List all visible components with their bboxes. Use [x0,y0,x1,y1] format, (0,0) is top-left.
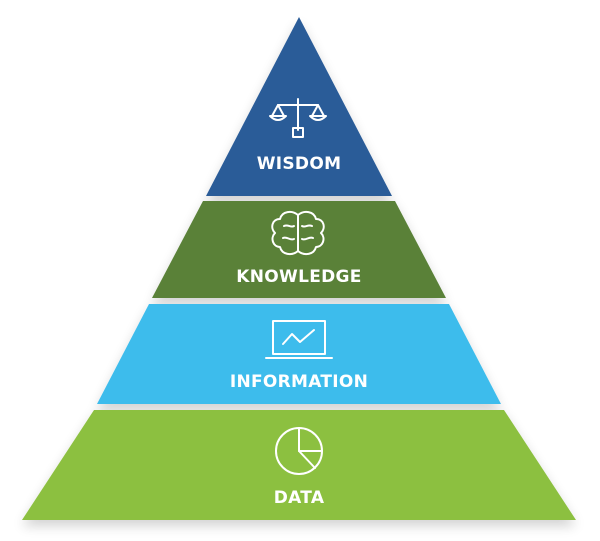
tier-label-data: DATA [274,488,325,508]
tier-label-wisdom: WISDOM [257,154,342,174]
brain-icon [271,210,325,256]
tier-label-information: INFORMATION [230,372,368,392]
pie-chart-icon [275,427,323,475]
tier-label-knowledge: KNOWLEDGE [236,267,361,287]
tier-data [22,410,576,520]
laptop-chart-icon [265,320,333,359]
scales-icon [269,98,327,138]
